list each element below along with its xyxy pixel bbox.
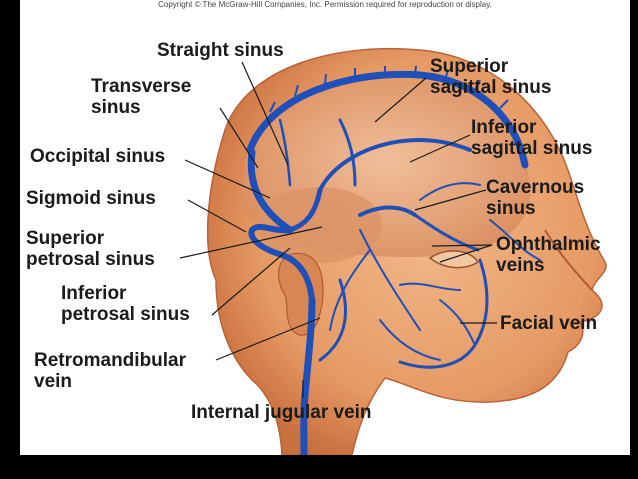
label-sigmoid-sinus: Sigmoid sinus — [26, 188, 156, 209]
leader-superior-sagittal-sinus — [374, 77, 427, 123]
internal-jugular-vessel — [300, 296, 316, 455]
leader-ophthalmic-veins — [431, 244, 493, 247]
label-inferior-sagittal-sinus: Inferior sagittal sinus — [471, 117, 593, 159]
label-inferior-petrosal-sinus: Inferior petrosal sinus — [61, 283, 190, 325]
leader-transverse-sinus — [219, 107, 259, 169]
vein-network — [246, 70, 541, 455]
nose — [544, 229, 593, 291]
cavernous-sinus-vessel — [358, 205, 417, 217]
label-cavernous-sinus: Cavernous sinus — [486, 177, 585, 219]
leader-cavernous-sinus — [414, 189, 487, 211]
copyright-notice: Copyright © The McGraw-Hill Companies, I… — [158, 0, 492, 9]
leader-inferior-petrosal-sinus — [211, 247, 291, 316]
eye — [428, 250, 480, 269]
transverse-sinus-vessel — [247, 148, 294, 234]
leader-occipital-sinus — [184, 159, 271, 199]
sigmoid-sinus-vessel — [248, 223, 315, 303]
leader-superior-petrosal-sinus — [179, 226, 323, 259]
cerebellum — [258, 187, 382, 263]
ophthalmic-vein-vessel — [413, 213, 480, 252]
leader-sigmoid-sinus — [187, 199, 247, 233]
superior-sagittal-sinus-vessel — [246, 70, 529, 169]
figure-panel: Copyright © The McGraw-Hill Companies, I… — [20, 0, 630, 455]
leader-ophthalmic-veins-2 — [439, 244, 493, 263]
sagittal-tributaries — [269, 65, 509, 113]
head-vein-illustration — [179, 47, 607, 455]
leader-straight-sinus — [241, 61, 289, 166]
label-superior-sagittal-sinus: Superior sagittal sinus — [430, 56, 552, 98]
leader-inferior-sagittal-sinus — [409, 134, 471, 163]
label-occipital-sinus: Occipital sinus — [30, 146, 166, 167]
retromandibular-vessel — [318, 278, 347, 362]
label-transverse-sinus: Transverse sinus — [91, 76, 192, 118]
inferior-sagittal-sinus-vessel — [318, 138, 472, 192]
straight-sinus-vessel — [287, 187, 323, 233]
label-facial-vein: Facial vein — [500, 313, 598, 334]
label-retromandibular-vein: Retromandibular vein — [34, 350, 187, 392]
label-straight-sinus: Straight sinus — [157, 40, 284, 61]
label-ophthalmic-veins: Ophthalmic veins — [496, 234, 601, 276]
label-internal-jugular-vein: Internal jugular vein — [191, 402, 372, 423]
leader-retromandibular-vein — [215, 317, 321, 361]
label-superior-petrosal-sinus: Superior petrosal sinus — [26, 228, 155, 270]
leader-lines — [179, 61, 497, 398]
